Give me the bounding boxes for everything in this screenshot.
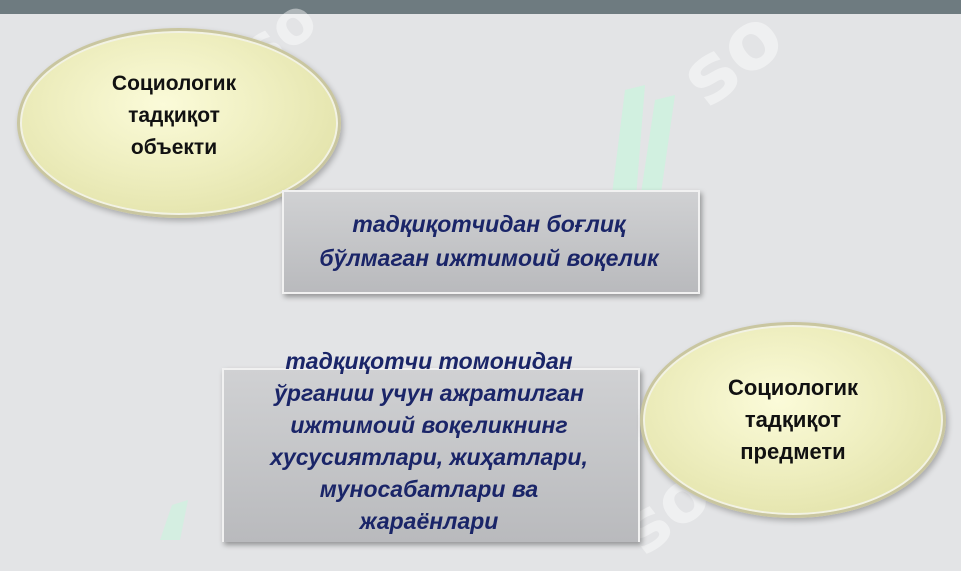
research-object-label: Социологик тадқиқот объекти — [111, 72, 237, 159]
research-subject-label: Социологик тадқиқот предмети — [727, 375, 859, 464]
research-object-description-box — [282, 190, 700, 294]
research-subject-ellipse: Социологик тадқиқот предмети — [640, 322, 946, 518]
research-subject-description: тадқиқотчи томонидан ўрганиш учун ажрати… — [270, 348, 588, 534]
watermark-logo-icon — [160, 500, 188, 540]
header-bar — [0, 0, 961, 14]
research-object-description: тадқиқотчидан боғлиқ бўлмаган ижтимоий в… — [319, 211, 659, 271]
watermark-text: so — [662, 0, 801, 125]
research-object-ellipse: Социологик тадқиқот объекти — [17, 28, 341, 218]
research-subject-description-box — [222, 368, 640, 542]
